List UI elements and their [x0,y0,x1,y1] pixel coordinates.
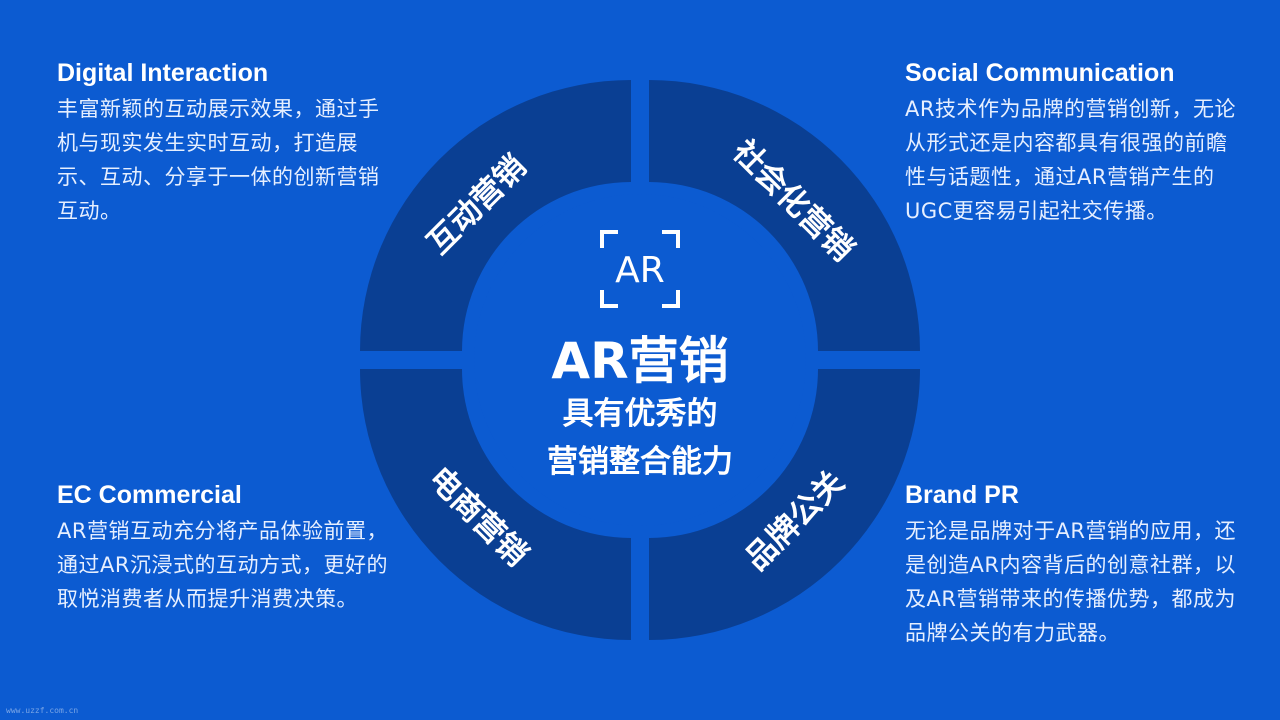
block-body: AR技术作为品牌的营销创新，无论从形式还是内容都具有很强的前瞻性与话题性，通过A… [905,97,1236,223]
block-title: EC Commercial [57,481,242,509]
block-digital-interaction: Digital Interaction 丰富新颖的互动展示效果，通过手机与现实发… [57,58,397,228]
ar-scan-icon [600,230,680,308]
block-title: Social Communication [905,59,1175,87]
center-subtitle-line2: 营销整合能力 [547,444,733,480]
block-social-communication: Social Communication AR技术作为品牌的营销创新，无论从形式… [905,58,1245,228]
block-body: 丰富新颖的互动展示效果，通过手机与现实发生实时互动，打造展示、互动、分享于一体的… [57,97,380,223]
center-subtitle-line1: 具有优秀的 [563,396,718,432]
block-ec-commercial: EC Commercial AR营销互动充分将产品体验前置，通过AR沉浸式的互动… [57,480,397,616]
block-brand-pr: Brand PR 无论是品牌对于AR营销的应用，还是创造AR内容背后的创意社群，… [905,480,1245,650]
block-body: AR营销互动充分将产品体验前置，通过AR沉浸式的互动方式，更好的取悦消费者从而提… [57,519,388,611]
ar-icon-label: AR [615,250,665,291]
center-disc [474,194,806,526]
ring-segment-bottom-left [360,369,631,640]
ring-segment-top-right [649,80,920,351]
block-title: Digital Interaction [57,59,269,87]
ring-segment-top-left [360,80,631,351]
watermark: www.uzzf.com.cn [6,706,79,715]
block-title: Brand PR [905,481,1019,509]
block-body: 无论是品牌对于AR营销的应用，还是创造AR内容背后的创意社群，以及AR营销带来的… [905,519,1236,645]
center-title: AR营销 [551,332,728,390]
ring-segment-bottom-right [649,369,920,640]
